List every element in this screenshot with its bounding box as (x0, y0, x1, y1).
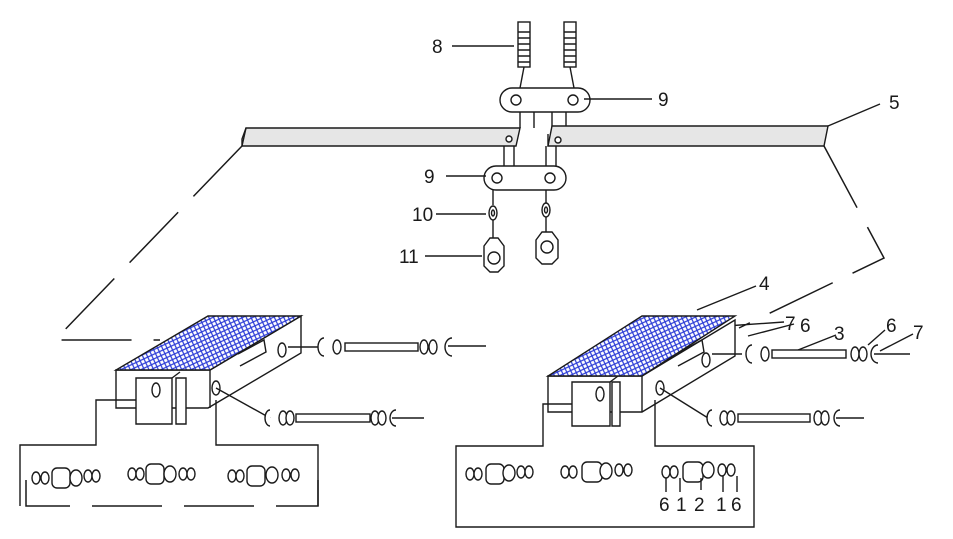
nut-11-left (483, 220, 505, 273)
label-6-right: 6 (886, 316, 897, 337)
label-2-bottom: 2 (694, 495, 705, 516)
right-upper-pin (712, 344, 910, 364)
label-8: 8 (432, 37, 443, 58)
label-7-right: 7 (913, 323, 924, 344)
rod-5-left (241, 127, 521, 147)
left-bushing-set-2 (127, 463, 196, 485)
label-6-bottom-a: 6 (659, 495, 670, 516)
label-5: 5 (889, 93, 900, 114)
label-4: 4 (759, 274, 770, 295)
label-6-bottom-b: 6 (731, 495, 742, 516)
left-bushing-set-3 (227, 465, 300, 487)
label-6-upper: 6 (800, 316, 811, 337)
link-plate-9-upper (499, 87, 591, 128)
label-9-upper: 9 (658, 90, 669, 111)
right-bushing-set-2 (560, 461, 633, 483)
rod-5-right (547, 125, 829, 147)
link-plate-9-lower (483, 146, 567, 191)
part-labels: 8 9 5 9 10 11 4 7 6 3 6 7 6 1 2 1 6 (399, 37, 924, 516)
right-lower-pin (659, 387, 864, 427)
washer-10-left (488, 190, 498, 221)
label-1-bottom-b: 1 (716, 495, 727, 516)
leader-lines (425, 45, 914, 352)
dashed-assembly-lines (25, 145, 886, 507)
right-bushing-box (455, 400, 755, 528)
label-10: 10 (412, 205, 433, 226)
right-bushing-set-3 (661, 461, 736, 483)
nut-11-right (535, 217, 559, 265)
label-9-lower: 9 (424, 167, 435, 188)
left-bushing-box (19, 399, 319, 506)
label-7-upper: 7 (785, 314, 796, 335)
washer-10-right (541, 190, 551, 218)
bolt-8-left (517, 21, 531, 89)
label-3: 3 (834, 324, 845, 345)
label-1-bottom-a: 1 (676, 495, 687, 516)
right-pedal (545, 315, 738, 427)
right-pedal-pad (545, 315, 738, 377)
label-11: 11 (399, 247, 419, 268)
left-bushing-set-1 (31, 467, 101, 489)
left-lower-pin (215, 387, 424, 427)
left-pedal (113, 314, 304, 425)
bolt-8-right (563, 21, 577, 89)
left-upper-pin (288, 337, 486, 357)
right-bushing-set-1 (465, 463, 534, 485)
left-pedal-pad (113, 315, 304, 371)
